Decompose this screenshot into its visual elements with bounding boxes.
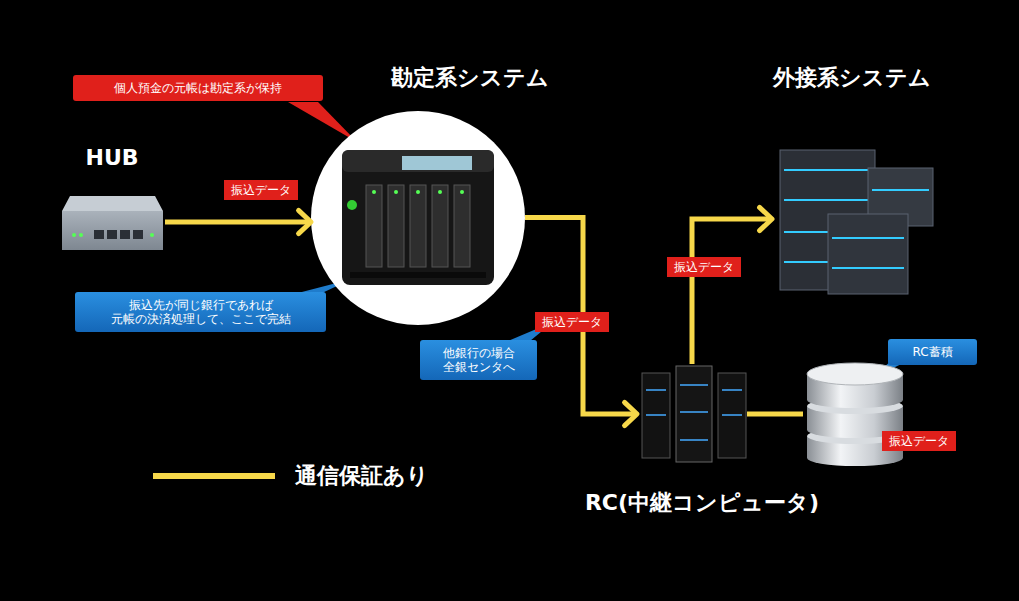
rack-light xyxy=(680,411,708,413)
connector xyxy=(525,218,637,426)
hub-port xyxy=(107,230,117,239)
system-node: 勘定系システム xyxy=(311,110,525,325)
callout-text: 振込先が同じ銀行であれば 元帳の決済処理して、ここで完結 xyxy=(83,298,318,326)
nas-led xyxy=(372,190,376,194)
server-unit xyxy=(828,214,908,294)
relay-node: RC(中継コンピュータ) xyxy=(637,364,747,464)
note-callout: RC蓄積 xyxy=(888,339,977,365)
server-illustration xyxy=(780,150,933,294)
db-disk xyxy=(807,450,903,466)
hub-port xyxy=(94,230,104,239)
server-light xyxy=(832,237,904,239)
rack-illustration xyxy=(642,366,746,462)
edge-label: 振込データ xyxy=(535,312,609,332)
nas-base xyxy=(350,272,486,278)
nas-bay xyxy=(388,185,404,267)
callout-text: 個人預金の元帳は勘定系が保持 xyxy=(81,81,315,95)
nas-led xyxy=(438,190,442,194)
callout-text: RC蓄積 xyxy=(896,345,969,359)
arrowhead xyxy=(760,207,772,230)
hub-top xyxy=(62,196,163,211)
connector-line xyxy=(692,219,772,364)
legend-text: 通信保証あり xyxy=(295,461,429,491)
callout-text: 他銀行の場合 全銀センタへ xyxy=(428,346,529,374)
hub-illustration xyxy=(62,196,163,250)
nas-power xyxy=(347,200,357,210)
node-title: RC(中継コンピュータ) xyxy=(585,488,819,518)
hub-port xyxy=(133,230,143,239)
rack xyxy=(642,373,670,458)
nas-bay xyxy=(410,185,426,267)
edge-label: 振込データ xyxy=(224,180,298,200)
node-title: HUB xyxy=(85,145,138,170)
nas-illustration xyxy=(311,111,525,325)
nas-top xyxy=(342,150,494,172)
edge-label: 振込データ xyxy=(667,257,741,277)
nas-bay xyxy=(366,185,382,267)
data-tag: 振込データ xyxy=(882,431,956,451)
db-disk xyxy=(807,392,903,408)
note-callout: 他銀行の場合 全銀センタへ xyxy=(420,340,537,380)
hub-node: HUB xyxy=(62,193,165,251)
db-top xyxy=(807,363,903,385)
arrowhead xyxy=(299,210,311,233)
rack-light xyxy=(722,414,742,416)
connector-line xyxy=(747,412,803,417)
rack-light xyxy=(646,414,666,416)
legend-swatch xyxy=(153,471,275,481)
nas-body xyxy=(342,150,494,285)
note-callout: 振込先が同じ銀行であれば 元帳の決済処理して、ここで完結 xyxy=(75,292,326,332)
hub-led xyxy=(72,233,76,237)
arrowhead xyxy=(625,402,637,425)
hub-port xyxy=(120,230,130,239)
hub-led xyxy=(79,233,83,237)
rack xyxy=(718,373,746,458)
server-light xyxy=(784,169,871,171)
rack xyxy=(676,366,712,462)
server-light xyxy=(872,189,929,191)
callout-tail xyxy=(288,102,357,142)
connector-line xyxy=(165,220,311,225)
note-callout: 個人預金の元帳は勘定系が保持 xyxy=(73,75,323,101)
nas-bay xyxy=(432,185,448,267)
rack-light xyxy=(680,384,708,386)
nas-led xyxy=(460,190,464,194)
hub-front xyxy=(62,211,163,250)
rack-light xyxy=(722,389,742,391)
hub-led xyxy=(150,233,154,237)
node-title: 勘定系システム xyxy=(391,63,549,93)
rack-light xyxy=(646,389,666,391)
nas-led xyxy=(394,190,398,194)
node-title: 外接系システム xyxy=(773,63,931,93)
rack-light xyxy=(680,439,708,441)
system-circle xyxy=(311,111,525,325)
system-node: 外接系システム xyxy=(772,140,938,298)
connector xyxy=(692,207,772,364)
nas-bay xyxy=(454,185,470,267)
legend-item: 通信保証あり xyxy=(153,461,429,491)
nas-display xyxy=(402,156,472,170)
nas-led xyxy=(416,190,420,194)
connector-line xyxy=(525,218,637,415)
connector xyxy=(747,414,803,415)
server-light xyxy=(832,267,904,269)
database-node: 振込データ xyxy=(803,360,905,467)
server-light xyxy=(784,199,871,201)
connector xyxy=(165,210,311,233)
legend-line xyxy=(153,473,275,479)
